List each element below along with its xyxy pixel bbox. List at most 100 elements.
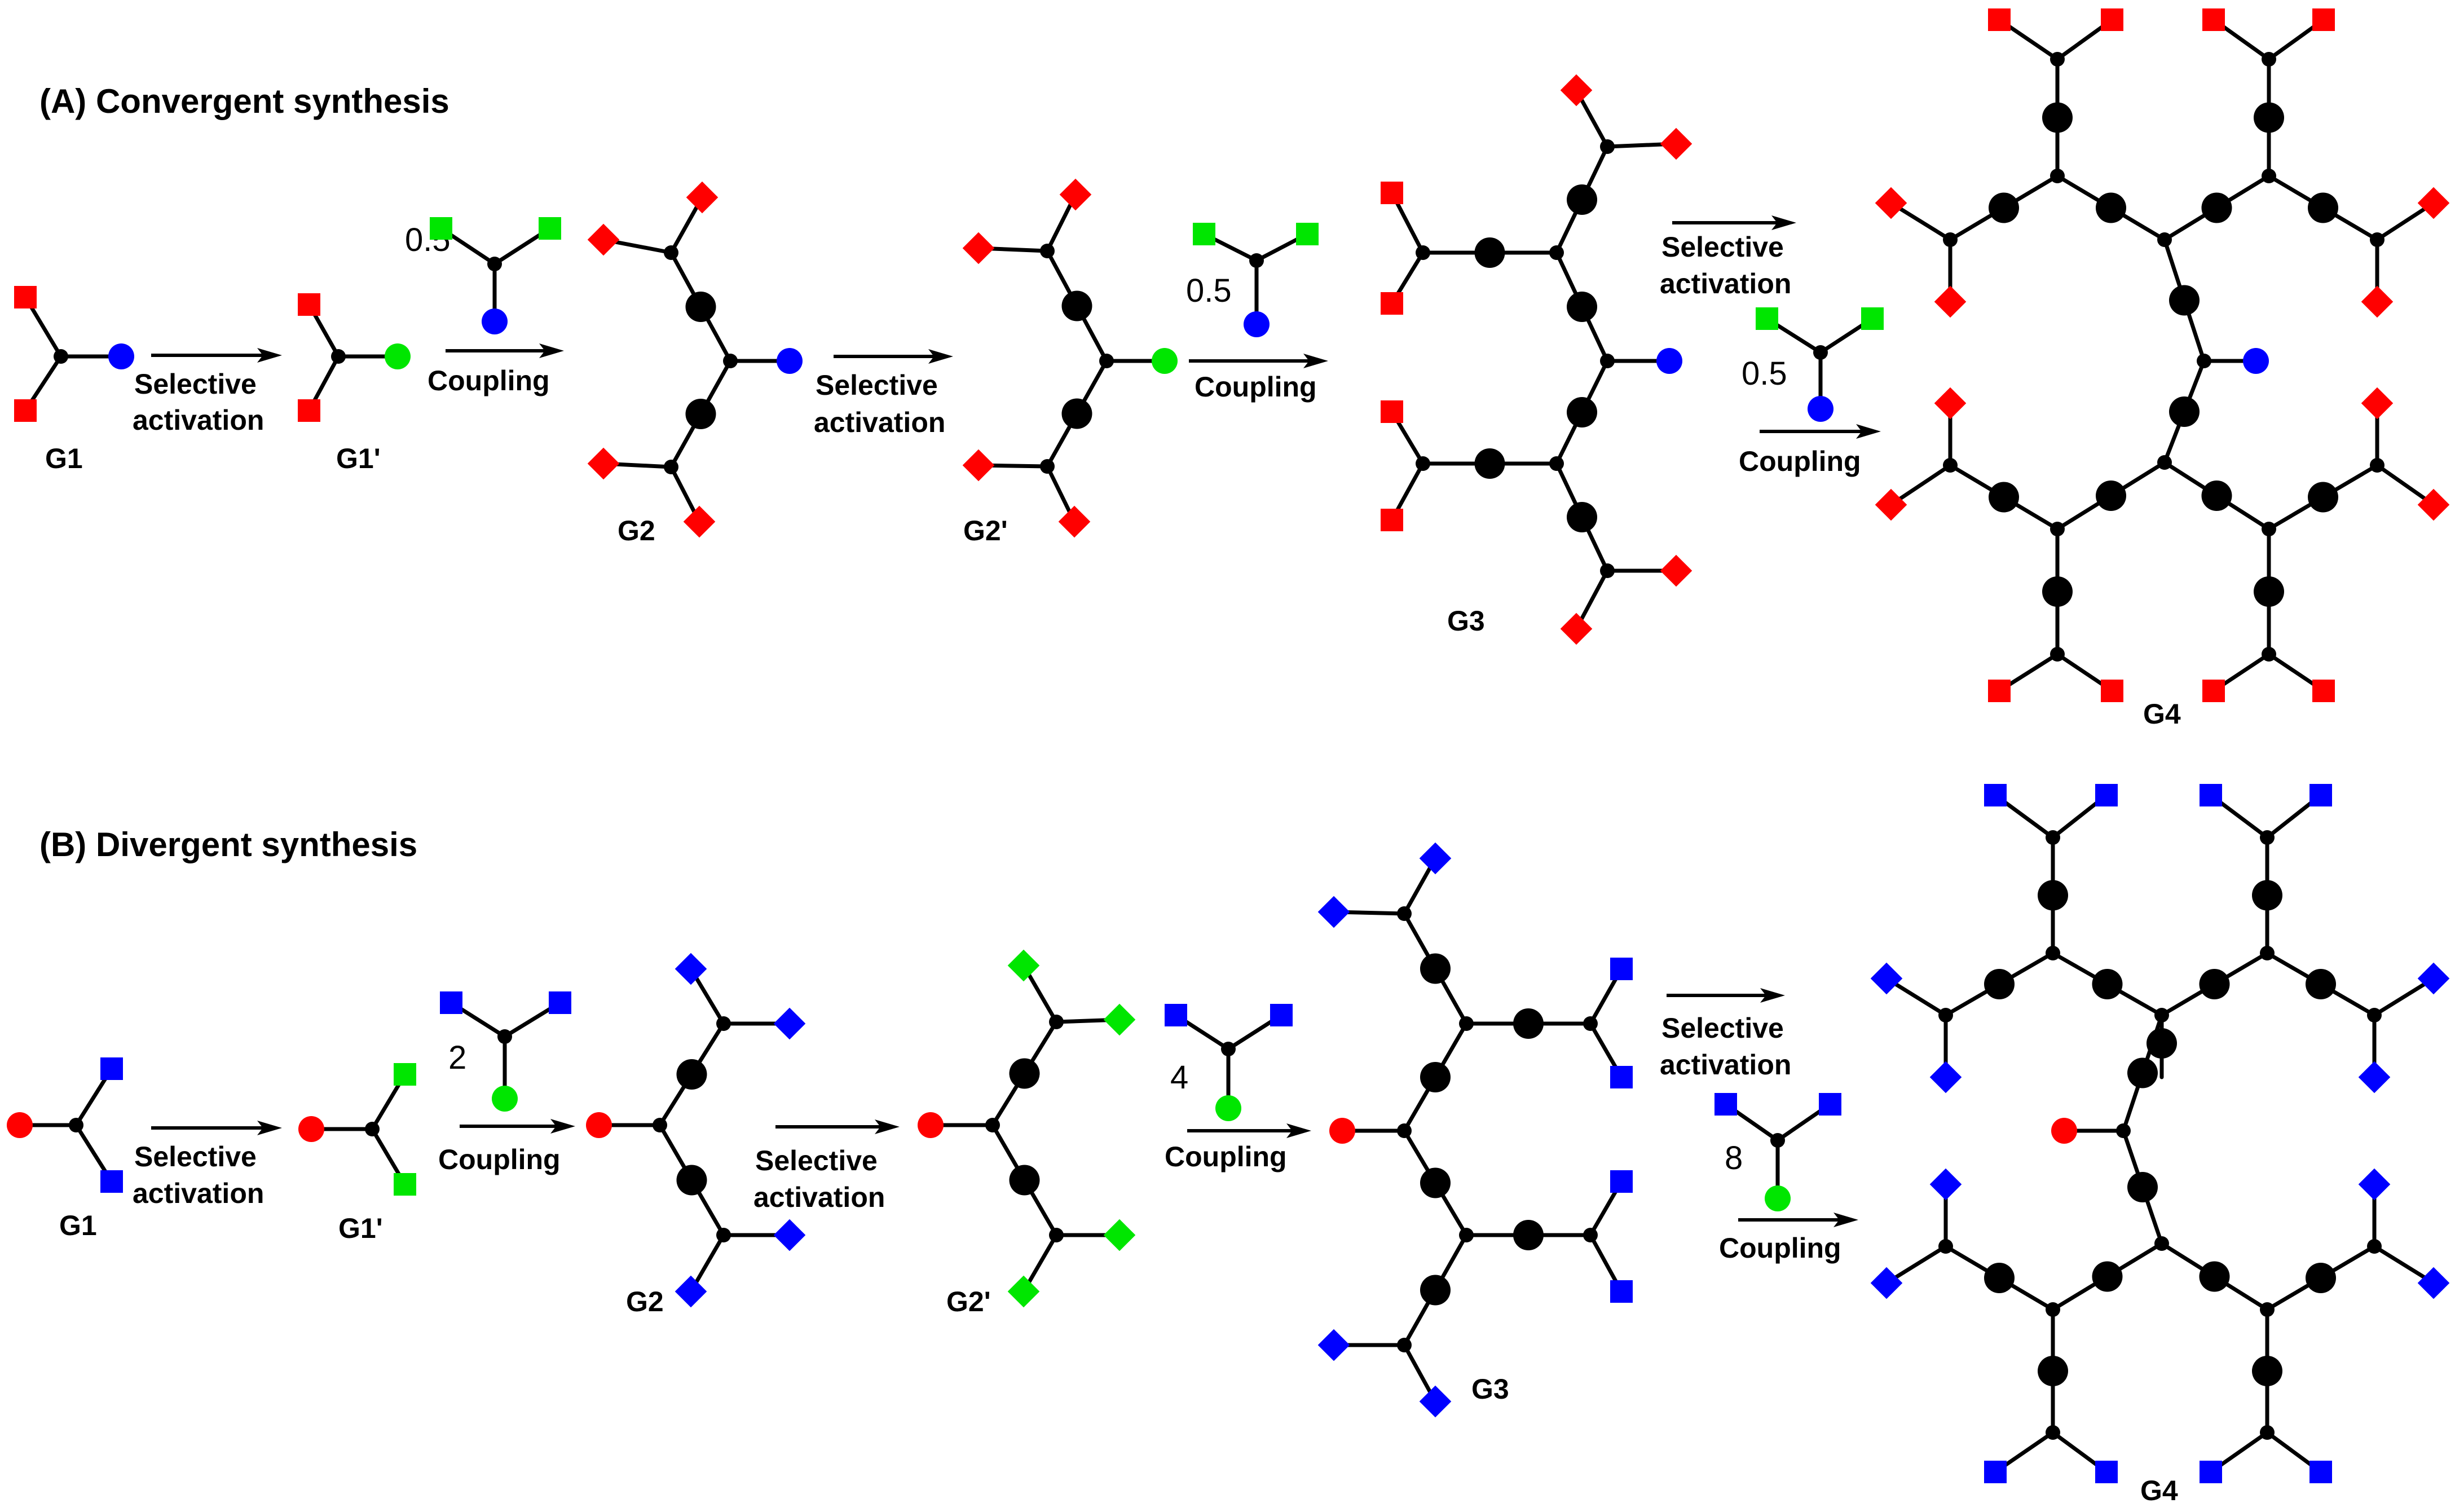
- linker-bead: [1567, 184, 1597, 215]
- arrow-head: [257, 1121, 282, 1135]
- blue-terminal-group: [1419, 1385, 1452, 1418]
- panel-b-selective-label-2: Selective: [755, 1145, 878, 1176]
- blue-focal-group: [777, 348, 803, 374]
- panel-a-g3-label: G3: [1447, 605, 1485, 637]
- red-terminal-group: [14, 399, 37, 422]
- green-terminal-group: [1861, 307, 1884, 330]
- arrow-head: [1303, 354, 1328, 368]
- panel-a-arrow-selective-activation-3: [1672, 215, 1796, 230]
- panel-a-arrow-coupling-3: [1760, 424, 1881, 439]
- red-focal-group: [7, 1112, 33, 1138]
- branch-node: [2262, 522, 2276, 536]
- red-terminal-group: [1934, 285, 1967, 318]
- linker-bead: [1061, 290, 1092, 321]
- green-terminal-group: [1007, 1275, 1040, 1308]
- branch-node: [2367, 1008, 2382, 1022]
- panel-a-reagent-3: [1756, 307, 1884, 422]
- linker-bead: [1420, 1062, 1451, 1092]
- blue-terminal-group: [1317, 896, 1350, 928]
- panel-b-title: (B) Divergent synthesis: [39, 826, 417, 863]
- linker-bead: [2169, 396, 2200, 427]
- panel-a-g3-molecule: [1381, 74, 1693, 645]
- linker-bead: [2199, 1261, 2230, 1292]
- panel-b-g3-molecule: [1317, 842, 1633, 1418]
- branch-node: [664, 460, 678, 474]
- panel-b-reagent-1: [440, 991, 571, 1112]
- blue-terminal-group: [1870, 1267, 1903, 1299]
- branch-node: [985, 1118, 1000, 1132]
- branch-node: [1583, 1016, 1598, 1031]
- branch-node: [1249, 253, 1264, 268]
- panel-a-ratio-2: 0.5: [1186, 272, 1232, 309]
- branch-node: [664, 245, 678, 260]
- blue-terminal-group: [2095, 1461, 2118, 1483]
- blue-terminal-group: [2417, 962, 2450, 995]
- linker-bead: [1061, 398, 1092, 429]
- red-terminal-group: [1988, 8, 2011, 31]
- branch-node: [1397, 906, 1412, 921]
- red-terminal-group: [2202, 8, 2225, 31]
- branch-node: [1049, 1015, 1064, 1029]
- green-terminal-group: [1756, 307, 1778, 330]
- red-terminal-group: [2101, 8, 2123, 31]
- branch-node: [1943, 458, 1958, 473]
- panel-a-g2-prime-molecule: [962, 178, 1178, 538]
- blue-terminal-group: [100, 1057, 123, 1080]
- branch-node: [1049, 1228, 1064, 1242]
- blue-terminal-group: [1419, 842, 1452, 875]
- branch-node: [1459, 1228, 1474, 1242]
- green-terminal-group: [394, 1173, 416, 1196]
- branch-node: [2046, 830, 2060, 845]
- panel-b-activation-label-2: activation: [753, 1182, 885, 1213]
- branch-node: [1459, 1016, 1474, 1031]
- branch-node: [2157, 455, 2172, 470]
- red-terminal-group: [962, 232, 995, 265]
- blue-terminal-group: [1610, 958, 1633, 980]
- linker-bead: [2254, 102, 2284, 133]
- branch-node: [54, 349, 68, 364]
- linker-bead: [1984, 1263, 2015, 1293]
- branch-node: [2260, 830, 2275, 845]
- linker-bead: [685, 292, 716, 322]
- branch-node: [2154, 1236, 2169, 1251]
- branch-node: [2157, 232, 2172, 247]
- panel-b-arrow-coupling-1: [460, 1119, 575, 1134]
- branch-node: [2050, 52, 2065, 67]
- panel-b-g2-molecule: [586, 953, 806, 1308]
- arrow-head: [550, 1119, 575, 1134]
- blue-terminal-group: [773, 1219, 806, 1251]
- panel-a-activation-label-1: activation: [133, 404, 264, 436]
- linker-bead: [2201, 481, 2232, 511]
- panel-b-ratio-3: 8: [1725, 1140, 1743, 1176]
- blue-terminal-group: [100, 1170, 123, 1193]
- blue-terminal-group: [440, 991, 462, 1014]
- red-terminal-group: [587, 447, 620, 480]
- green-terminal-group: [394, 1063, 416, 1086]
- red-terminal-group: [1058, 505, 1091, 538]
- green-terminal-group: [1193, 223, 1215, 245]
- branch-node: [1600, 563, 1615, 578]
- blue-terminal-group: [2200, 1461, 2222, 1483]
- panel-a-coupling-label-1: Coupling: [427, 365, 550, 396]
- panel-a-reagent-1: [430, 217, 561, 334]
- blue-terminal-group: [1610, 1280, 1633, 1303]
- branch-node: [1938, 1008, 1953, 1022]
- branch-node: [2262, 647, 2276, 662]
- blue-terminal-group: [2309, 1461, 2332, 1483]
- panel-b-g2-label: G2: [626, 1286, 664, 1317]
- linker-bead: [2306, 1263, 2336, 1293]
- red-terminal-group: [298, 399, 320, 422]
- linker-bead: [2096, 481, 2126, 511]
- linker-bead: [1984, 969, 2015, 999]
- linker-bead: [1420, 1167, 1451, 1198]
- blue-terminal-group: [1929, 1061, 1962, 1094]
- branch-node: [2260, 946, 2275, 960]
- blue-focal-group: [1244, 311, 1270, 337]
- blue-terminal-group: [1819, 1093, 1841, 1116]
- panel-a-g1-label: G1: [45, 443, 83, 474]
- panel-a-arrow-selective-activation-1: [151, 348, 282, 363]
- red-terminal-group: [1660, 554, 1693, 587]
- blue-terminal-group: [1610, 1170, 1633, 1193]
- red-terminal-group: [1381, 400, 1403, 423]
- panel-b-ratio-2: 4: [1170, 1059, 1188, 1096]
